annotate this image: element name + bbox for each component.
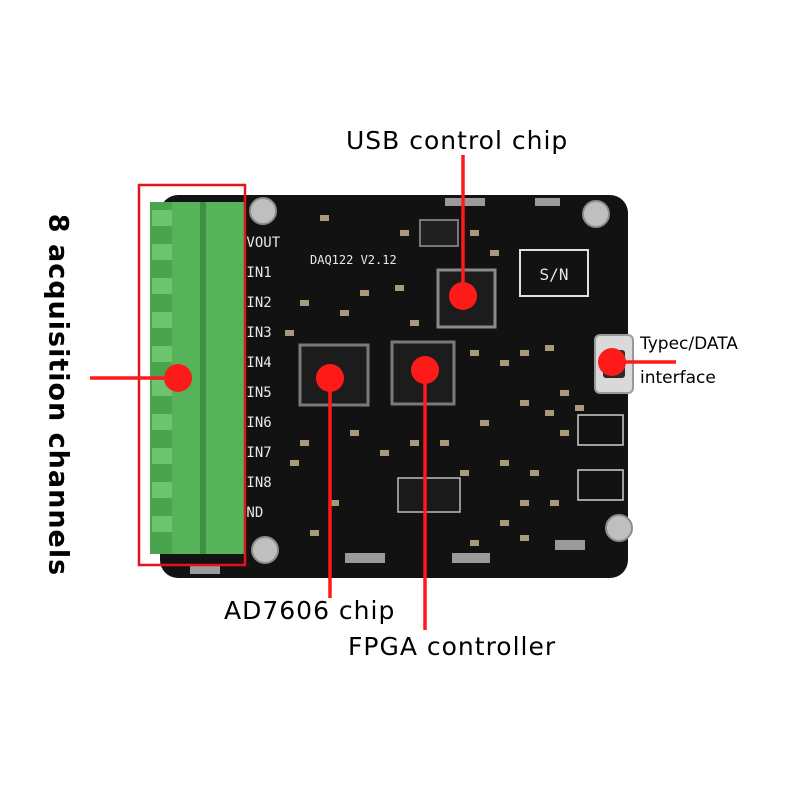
small-components [285,215,584,546]
pin-label-ain8: AIN8 [238,475,272,491]
typec-label-line2: interface [640,368,716,388]
sn-text: S/N [540,265,569,284]
ad-label: AD7606 chip [224,596,396,625]
typec-label-line1: Typec/DATA [640,334,738,354]
mount-hole-bottom-left [251,536,279,564]
fpga-marker [411,356,439,384]
pin-label-ain6: AIN6 [238,415,272,431]
mount-hole-top-right [582,200,610,228]
usb-control-chip [436,268,497,329]
sn-box [519,249,589,297]
pcb-board: S/N DAQ122 V2.12 5VOUT AIN1AIN2AIN3AIN4AI… [160,195,633,578]
usb-marker [449,282,477,310]
pin-label-ain5: AIN5 [238,385,272,401]
pin-label-ain4: AIN4 [238,355,272,371]
channels-highlight-frame [137,183,247,567]
mount-hole-top-left [249,197,277,225]
usb-label: USB control chip [346,126,569,155]
board-model-text: DAQ122 V2.12 [310,253,397,267]
pin-label-ain1: AIN1 [238,265,272,281]
typec-marker [598,348,626,376]
pin-label-5vout: 5VOUT [238,235,281,251]
channels-label-text: 8 acquisition channels [42,213,74,577]
callout-lines [90,155,676,630]
pin-label-ain7: AIN7 [238,445,272,461]
channels-marker [164,364,192,392]
pin-label-ain3: AIN3 [238,325,272,341]
mount-hole-bottom-right [605,514,633,542]
ad-marker [316,364,344,392]
channels-label: 8 acquisition channels [38,185,78,605]
pin-label-ain2: AIN2 [238,295,272,311]
fpga-label: FPGA controller [348,632,557,661]
callout-markers [164,282,626,392]
